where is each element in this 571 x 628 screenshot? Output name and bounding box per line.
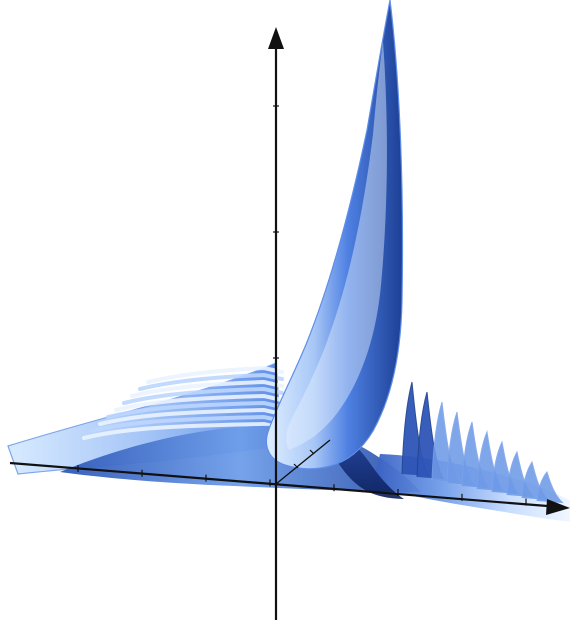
surface-left-ripple — [138, 372, 284, 391]
surface-left-ripple — [82, 421, 284, 440]
axis-y-tick — [309, 449, 315, 455]
axis-y-tick — [293, 463, 299, 469]
axis-z-arrow-icon — [268, 27, 284, 49]
axis-y — [275, 439, 331, 485]
surface-peak — [265, 0, 404, 470]
surface-right-ripple — [536, 470, 564, 504]
axis-x-arrow-icon — [546, 499, 570, 515]
surface-group — [7, 0, 570, 522]
surface-left-ripple — [90, 414, 284, 433]
right-ripples — [401, 381, 564, 504]
left-ripples — [82, 365, 284, 440]
z-ticks — [273, 105, 279, 485]
surface-left-ripple — [114, 393, 284, 412]
surface-left-ripple — [98, 407, 284, 426]
y-ticks — [293, 449, 315, 469]
surface-left-ripple — [130, 379, 284, 398]
surface-left-ripple — [106, 400, 284, 419]
axes — [9, 27, 570, 620]
surface-peak-highlight — [286, 41, 387, 450]
surface-left-ripple — [146, 365, 284, 384]
surface-left-ripple — [122, 386, 284, 405]
axis-x — [9, 461, 561, 509]
x-ticks — [77, 465, 527, 506]
